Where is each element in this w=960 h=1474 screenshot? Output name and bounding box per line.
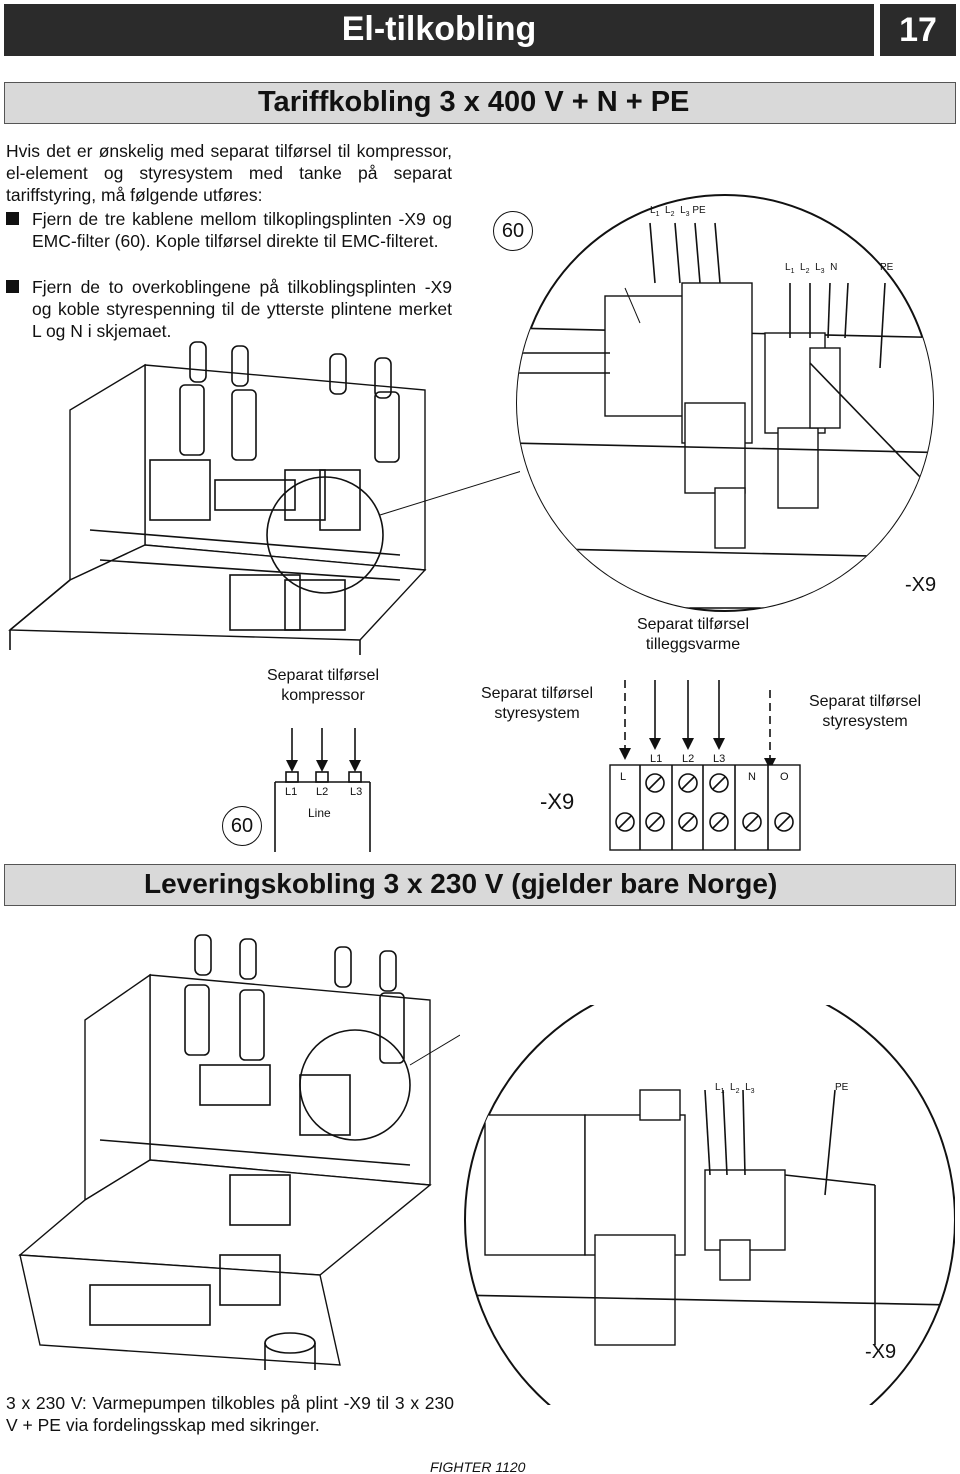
emc-terminal-l1: L1	[285, 786, 298, 798]
section-bar-levering	[4, 864, 956, 906]
emc-id-circle: 60	[222, 806, 262, 846]
magnified-detail-bottom	[464, 1005, 955, 1405]
emc-filter-label: 60	[493, 211, 533, 251]
bullet-square-icon	[6, 280, 19, 293]
x9-terminal-l: L	[620, 771, 627, 783]
label-compressor: Separat tilførsel kompressor	[266, 667, 380, 704]
x9-label-schematic: -X9	[540, 789, 575, 814]
section-bar-tariff	[4, 82, 956, 124]
x9-label-top: -X9	[905, 574, 937, 596]
page-title: El-tilkobling	[341, 10, 537, 48]
bullet-text: Fjern de tre kablene mellom tilkoplingsp…	[32, 209, 452, 251]
label-styresystem-1: Separat tilførsel styresystem	[480, 685, 594, 722]
cabinet-drawing-top	[8, 341, 520, 655]
emc-line-label: Line	[308, 806, 331, 820]
bottom-note: 3 x 230 V: Varmepumpen tilkobles på plin…	[6, 1393, 454, 1435]
label-tilleggsvarme: Separat tilførsel tilleggsvarme	[636, 616, 750, 653]
x9-terminal-o: O	[780, 771, 789, 783]
emc-terminal-l3: L3	[350, 786, 363, 798]
magnified-detail-top	[516, 194, 934, 612]
pe-terminal-label: PE	[880, 262, 894, 273]
page-number: 17	[880, 4, 956, 56]
emc-terminal-l2: L2	[316, 786, 329, 798]
section-title-levering: Leveringskobling 3 x 230 V (gjelder bare…	[144, 868, 778, 899]
bullet-square-icon	[6, 212, 19, 225]
x9-terminal-n: N	[748, 771, 756, 783]
bullet-item: Fjern de tre kablene mellom tilkoplingsp…	[6, 208, 452, 252]
bottom-terminal-labels: L1 L2 L3	[715, 1082, 755, 1095]
x9-terminal-l3: L3	[713, 753, 726, 765]
x9-terminal-l2: L2	[682, 753, 695, 765]
footer-product-name: FIGHTER 1120	[430, 1459, 526, 1474]
bottom-pe-label: PE	[835, 1082, 849, 1093]
section-title-tariff: Tariffkobling 3 x 400 V + N + PE	[258, 86, 690, 118]
cabinet-drawing-bottom	[18, 934, 460, 1370]
x9-terminal-l1: L1	[650, 753, 663, 765]
label-styresystem-2: Separat tilførsel styresystem	[808, 693, 922, 730]
x9-label-bottom: -X9	[865, 1341, 897, 1363]
header-bar: El-tilkobling	[4, 4, 874, 56]
x9-terminal-labels: L1 L2 L3 N	[785, 262, 838, 275]
bullet-item: Fjern de to overkoblingene på tilkobling…	[6, 276, 452, 342]
emc-terminal-labels: L1 L2 L3 PE	[650, 205, 706, 218]
bullet-text: Fjern de to overkoblingene på tilkobling…	[32, 277, 452, 341]
intro-text: Hvis det er ønskelig med separat tilførs…	[6, 141, 452, 205]
schematic-wiring	[274, 680, 801, 852]
